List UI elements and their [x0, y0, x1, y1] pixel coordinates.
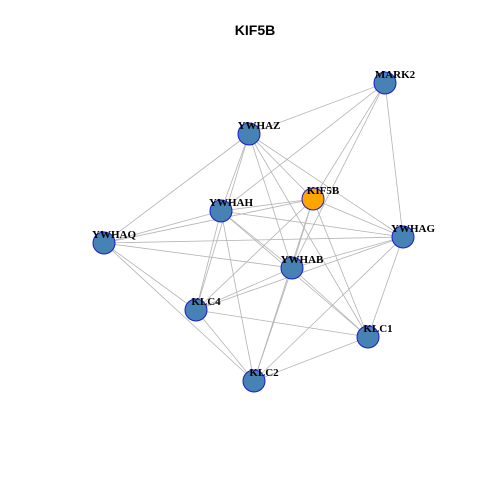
edge-kif5b-klc4	[195, 198, 314, 311]
edge-mark2-ywhag	[384, 82, 404, 238]
edge-klc1-klc2	[253, 336, 369, 382]
edge-ywhah-klc4	[195, 210, 222, 311]
edge-ywhah-ywhag	[220, 210, 404, 238]
node-kif5b[interactable]: KIF5B	[301, 185, 340, 211]
edge-ywhaq-ywhab	[103, 242, 293, 269]
node-label: YWHAZ	[238, 120, 281, 132]
edge-mark2-ywhab	[291, 82, 386, 269]
node-circle[interactable]	[209, 199, 233, 223]
edge-ywhab-klc2	[253, 267, 293, 382]
node-label: YWHAQ	[92, 229, 136, 241]
edge-kif5b-klc1	[312, 198, 369, 338]
edge-ywhab-klc1	[291, 267, 369, 338]
edge-ywhaz-klc1	[248, 133, 369, 338]
edge-ywhaz-ywhah	[220, 133, 250, 212]
node-ywhab[interactable]: YWHAB	[280, 254, 324, 280]
edge-ywhah-kif5b	[220, 198, 314, 212]
graph-title: KIF5B	[235, 22, 275, 38]
node-circle[interactable]	[373, 71, 397, 95]
node-klc2[interactable]: KLC2	[242, 367, 279, 393]
node-klc1[interactable]: KLC1	[356, 323, 393, 349]
node-label: KIF5B	[307, 185, 340, 197]
node-label: KLC2	[249, 367, 279, 379]
node-circle[interactable]	[280, 256, 304, 280]
node-circle[interactable]	[391, 225, 415, 249]
edge-mark2-kif5b	[312, 82, 386, 200]
node-ywhaq[interactable]: YWHAQ	[92, 229, 136, 255]
edge-ywhag-klc2	[253, 236, 404, 382]
node-mark2[interactable]: MARK2	[373, 69, 416, 95]
edge-ywhaz-kif5b	[248, 133, 314, 200]
node-circle[interactable]	[184, 298, 208, 322]
node-label: YWHAG	[391, 223, 435, 235]
node-circle[interactable]	[301, 187, 325, 211]
edge-ywhaq-ywhag	[103, 236, 404, 244]
edge-ywhab-klc4	[195, 267, 293, 311]
edge-ywhag-klc1	[367, 236, 404, 338]
node-ywhaz[interactable]: YWHAZ	[237, 120, 281, 146]
node-circle[interactable]	[356, 325, 380, 349]
edge-ywhag-ywhab	[291, 236, 404, 269]
edge-kif5b-ywhag	[312, 198, 404, 238]
node-label: KLC1	[363, 323, 392, 335]
node-circle[interactable]	[242, 369, 266, 393]
edge-ywhaz-ywhab	[248, 133, 293, 269]
edge-klc4-klc1	[195, 309, 369, 338]
edge-mark2-ywhah	[220, 82, 386, 212]
node-circle[interactable]	[92, 231, 116, 255]
edge-ywhah-klc2	[220, 210, 255, 382]
node-klc4[interactable]: KLC4	[184, 296, 221, 322]
edge-ywhaq-klc2	[103, 242, 255, 382]
node-label: KLC4	[191, 296, 221, 308]
node-label: YWHAH	[209, 197, 253, 209]
edge-ywhaq-klc4	[103, 242, 197, 311]
node-ywhah[interactable]: YWHAH	[209, 197, 253, 223]
edge-ywhah-ywhab	[220, 210, 293, 269]
node-ywhag[interactable]: YWHAG	[391, 223, 435, 249]
edge-ywhah-ywhaq	[103, 210, 222, 244]
node-circle[interactable]	[237, 122, 261, 146]
edge-ywhaz-ywhag	[248, 133, 404, 238]
edge-mark2-ywhaz	[248, 82, 386, 135]
node-label: MARK2	[375, 69, 416, 81]
edge-kif5b-ywhaq	[103, 198, 314, 244]
node-label: YWHAB	[281, 254, 324, 266]
edge-ywhaz-ywhaq	[103, 133, 250, 244]
edge-klc4-klc2	[195, 309, 255, 382]
